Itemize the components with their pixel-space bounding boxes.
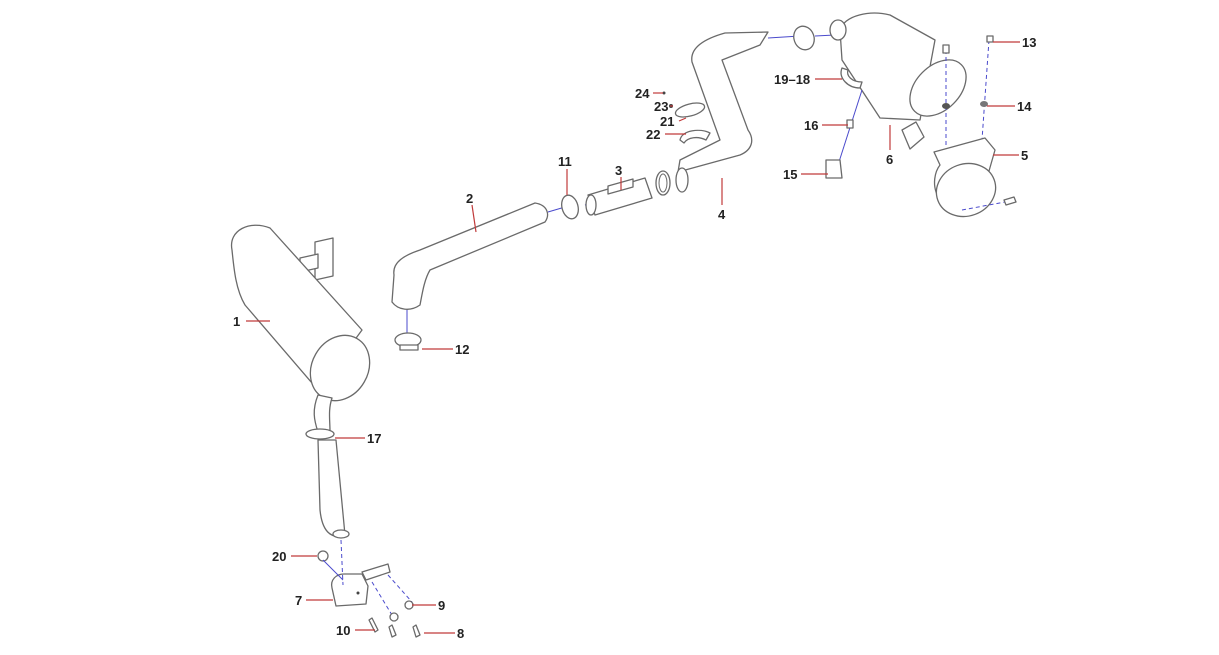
callout-23: 23 bbox=[654, 99, 668, 114]
callout-6: 6 bbox=[886, 152, 893, 167]
callout-8: 8 bbox=[457, 626, 464, 641]
pipe-bend bbox=[675, 31, 836, 193]
pipe-elbow bbox=[391, 202, 549, 351]
callout-14: 14 bbox=[1017, 99, 1032, 114]
callout-21: 21 bbox=[660, 114, 674, 129]
air-cleaner bbox=[793, 12, 967, 179]
callout-10: 10 bbox=[336, 623, 350, 638]
callout-12: 12 bbox=[455, 342, 469, 357]
callout-16: 16 bbox=[804, 118, 818, 133]
callout-24: 24 bbox=[635, 86, 650, 101]
callout-7: 7 bbox=[295, 593, 302, 608]
tube-assembly bbox=[547, 170, 671, 220]
callout-11: 11 bbox=[558, 154, 572, 169]
callout-5: 5 bbox=[1021, 148, 1028, 163]
callout-3: 3 bbox=[615, 163, 622, 178]
leader-lines bbox=[246, 41, 1020, 634]
mounting-bracket bbox=[933, 35, 1017, 218]
callout-22: 22 bbox=[646, 127, 660, 142]
bracket bbox=[317, 539, 421, 638]
clamp-set bbox=[662, 91, 711, 144]
muffler bbox=[230, 224, 371, 539]
callout-15: 15 bbox=[783, 167, 797, 182]
callout-1: 1 bbox=[233, 314, 240, 329]
callout-20: 20 bbox=[272, 549, 286, 564]
callout-17: 17 bbox=[367, 431, 381, 446]
callout-9: 9 bbox=[438, 598, 445, 613]
callout-labels: 1 2 3 4 5 6 7 8 9 10 11 12 13 14 15 16 1… bbox=[233, 35, 1036, 641]
callout-4: 4 bbox=[718, 207, 726, 222]
callout-13: 13 bbox=[1022, 35, 1036, 50]
callout-2: 2 bbox=[466, 191, 473, 206]
callout-19-18: 19–18 bbox=[774, 72, 810, 87]
